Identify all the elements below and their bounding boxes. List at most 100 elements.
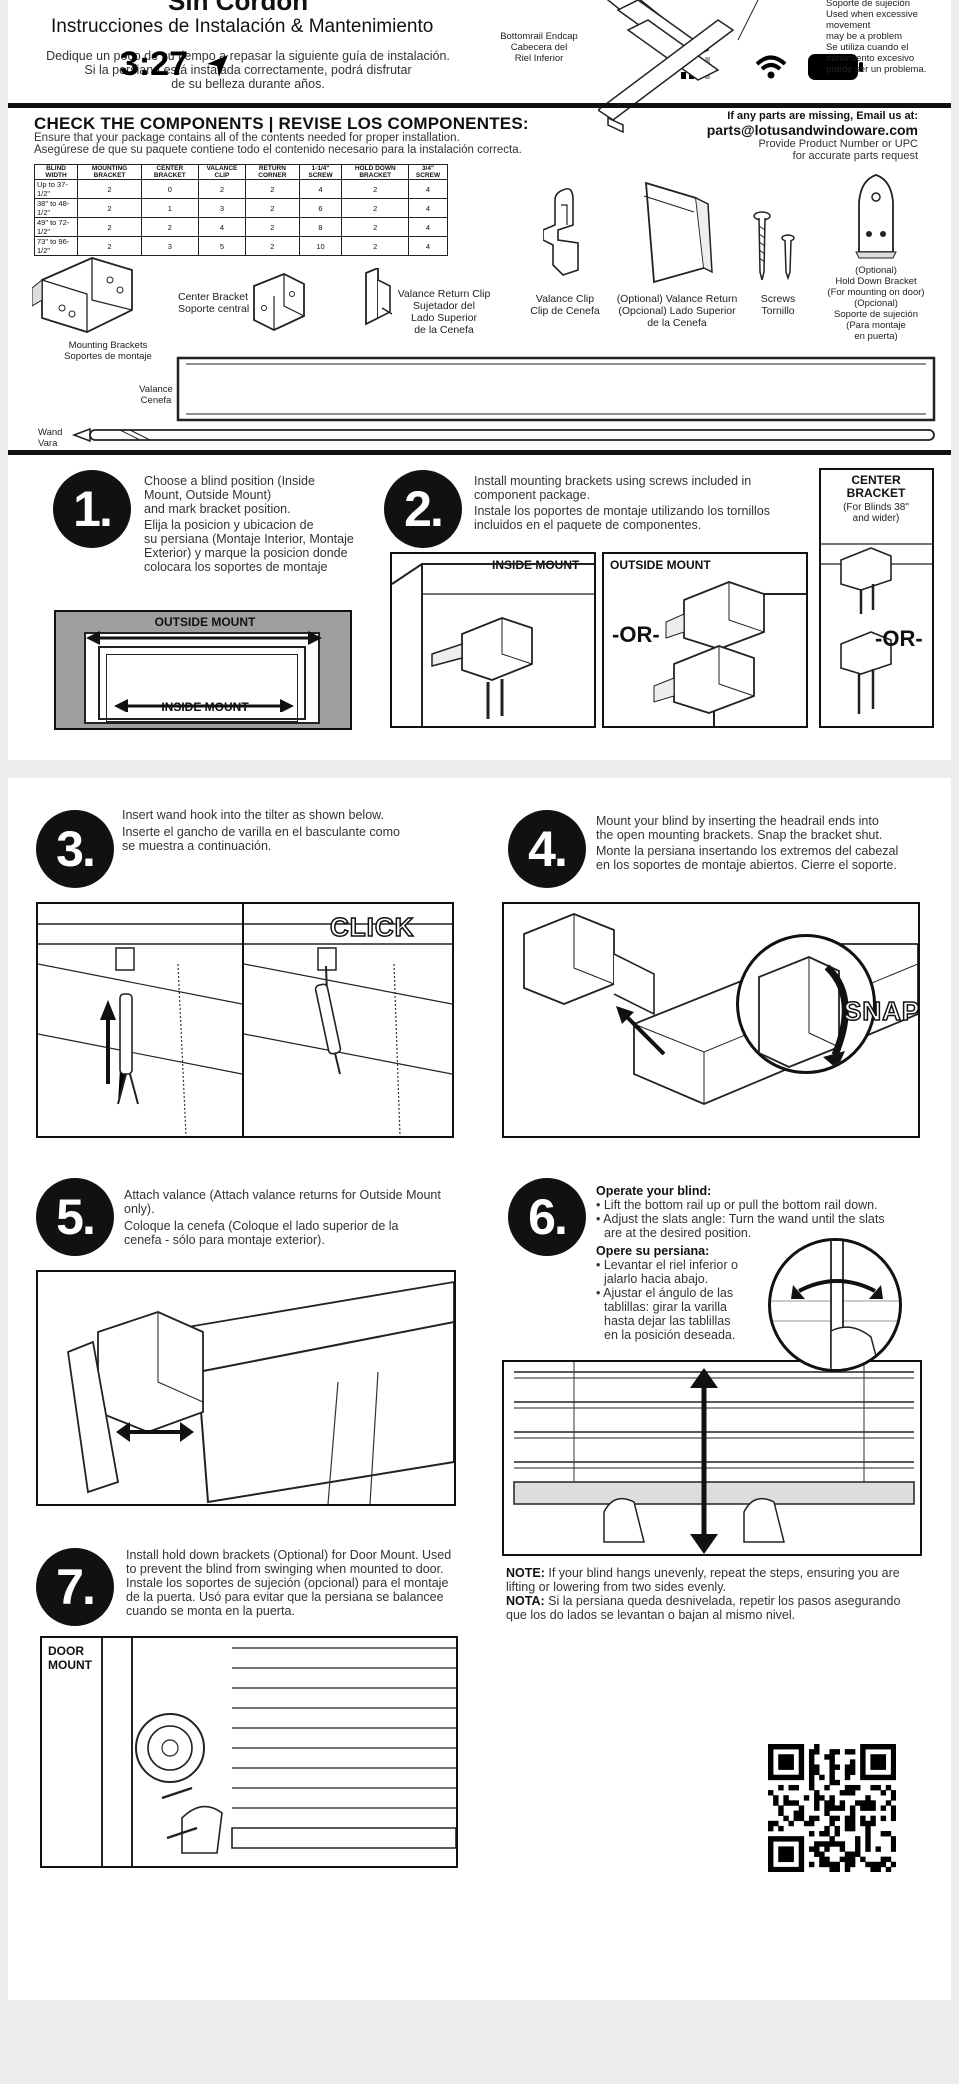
wifi-icon bbox=[755, 55, 787, 79]
valance-return-clip-icon bbox=[365, 268, 393, 326]
parts-table-header: 1-1/4" SCREW bbox=[298, 164, 343, 180]
inside-mount-frame: INSIDE MOUNT bbox=[390, 552, 596, 728]
wand-illustration bbox=[71, 427, 935, 443]
step-2-text: Install mounting brackets using screws i… bbox=[474, 474, 771, 532]
parts-table-cell: 2 bbox=[77, 217, 142, 237]
mount-arrows bbox=[86, 631, 322, 712]
parts-table-cell: 5 bbox=[197, 236, 247, 256]
parts-table-header: BLIND WIDTH bbox=[33, 164, 79, 180]
parts-table-header: HOLD DOWN BRACKET bbox=[341, 164, 410, 180]
step-4-text: Mount your blind by inserting the headra… bbox=[596, 814, 899, 872]
step-2-number: 2. bbox=[384, 470, 462, 548]
step-3-text: Insert wand hook into the tilter as show… bbox=[122, 808, 400, 853]
parts-table-cell: 2 bbox=[245, 236, 300, 256]
outside-mount-illustration bbox=[653, 581, 806, 726]
mount-diagram: OUTSIDE MOUNT INSIDE MOUNT bbox=[54, 610, 352, 730]
parts-table-cell: 73" to 96-1/2" bbox=[33, 236, 79, 256]
status-time: 3:27 bbox=[120, 45, 189, 83]
wand-hook-illustration bbox=[38, 923, 242, 1136]
step-5-frame bbox=[36, 1270, 456, 1506]
check-sub-es: Asegúrese de que su paquete contiene tod… bbox=[34, 144, 522, 156]
section-divider bbox=[8, 103, 951, 108]
parts-table-cell: 2 bbox=[341, 236, 410, 256]
parts-table-header: VALANCE CLIP bbox=[197, 164, 247, 180]
valance-return-label: (Optional) Valance Return(Opcional) Lado… bbox=[616, 293, 738, 329]
screws-icon bbox=[753, 211, 795, 281]
step-3-frame-left bbox=[36, 902, 244, 1138]
parts-table-cell: 0 bbox=[140, 179, 199, 199]
parts-table-cell: 10 bbox=[298, 236, 343, 256]
parts-table-cell: 2 bbox=[341, 179, 410, 199]
parts-table-cell: 4 bbox=[298, 179, 343, 199]
parts-table-cell: 2 bbox=[245, 217, 300, 237]
valance-clip-icon bbox=[543, 187, 579, 276]
parts-table-cell: 4 bbox=[408, 198, 448, 218]
parts-table-cell: 2 bbox=[77, 198, 142, 218]
doc-subtitle: Instrucciones de Instalación & Mantenimi… bbox=[51, 16, 434, 37]
parts-table-cell: 4 bbox=[408, 217, 448, 237]
center-bracket-icon bbox=[253, 273, 305, 331]
step-7-number: 7. bbox=[36, 1548, 114, 1626]
intro-text: Dedique un poco de su tiempo a repasar l… bbox=[46, 49, 450, 91]
parts-table-header: MOUNTING BRACKET bbox=[77, 164, 142, 180]
step-7-text: Install hold down brackets (Optional) fo… bbox=[126, 1548, 452, 1618]
wand-hook-clicked-illustration bbox=[244, 923, 452, 1136]
outside-mount-frame: OUTSIDE MOUNT -OR- bbox=[602, 552, 808, 728]
parts-table-cell: 38" to 48-1/2" bbox=[33, 198, 79, 218]
instruction-page-2: 3. Insert wand hook into the tilter as s… bbox=[8, 778, 951, 2000]
doc-title: Sin Cordón bbox=[168, 0, 309, 16]
support-email-link[interactable]: parts@lotusandwindoware.com bbox=[706, 122, 918, 138]
parts-table-cell: 2 bbox=[197, 179, 247, 199]
parts-table-cell: 3 bbox=[197, 198, 247, 218]
parts-table-cell: 4 bbox=[197, 217, 247, 237]
parts-table-cell: 1 bbox=[140, 198, 199, 218]
parts-table-cell: Up to 37-1/2" bbox=[33, 179, 79, 199]
wand-rotate-circle bbox=[768, 1238, 902, 1372]
parts-table-cell: 4 bbox=[408, 236, 448, 256]
battery-icon bbox=[808, 54, 863, 80]
step-6-number: 6. bbox=[508, 1178, 586, 1256]
parts-table-cell: 8 bbox=[298, 217, 343, 237]
step-6-text: Operate your blind: • Lift the bottom ra… bbox=[596, 1184, 885, 1342]
qr-code-icon[interactable] bbox=[768, 1744, 896, 1872]
click-label: CLICK bbox=[329, 911, 415, 943]
parts-table-cell: 2 bbox=[245, 198, 300, 218]
step-3-number: 3. bbox=[36, 810, 114, 888]
outside-mount-title: OUTSIDE MOUNT bbox=[610, 558, 711, 572]
operate-blind-illustration bbox=[513, 1362, 915, 1554]
valance-return-icon bbox=[643, 181, 713, 284]
parts-table-cell: 2 bbox=[341, 217, 410, 237]
inside-mount-illustration bbox=[392, 563, 594, 726]
parts-table-cell: 2 bbox=[341, 198, 410, 218]
step-1-number: 1. bbox=[53, 470, 131, 548]
parts-table-cell: 2 bbox=[77, 179, 142, 199]
parts-table-cell: 4 bbox=[408, 179, 448, 199]
missing-parts-info: If any parts are missing, Email us at: p… bbox=[706, 110, 918, 162]
mounting-bracket-icon bbox=[32, 257, 133, 333]
blind-endcap-illustration bbox=[598, 0, 759, 134]
parts-table-cell: 49" to 72-1/2" bbox=[33, 217, 79, 237]
snap-label: SNAP bbox=[843, 995, 920, 1027]
location-arrow-icon bbox=[207, 55, 228, 77]
parts-table-cell: 3 bbox=[140, 236, 199, 256]
check-title: CHECK THE COMPONENTS | REVISE LOS COMPON… bbox=[34, 114, 529, 133]
or-label: -OR- bbox=[612, 622, 660, 647]
valance-illustration bbox=[176, 356, 936, 422]
parts-table-cell: 2 bbox=[245, 179, 300, 199]
step-4-number: 4. bbox=[508, 810, 586, 888]
check-sub-en: Ensure that your package contains all of… bbox=[34, 132, 460, 144]
